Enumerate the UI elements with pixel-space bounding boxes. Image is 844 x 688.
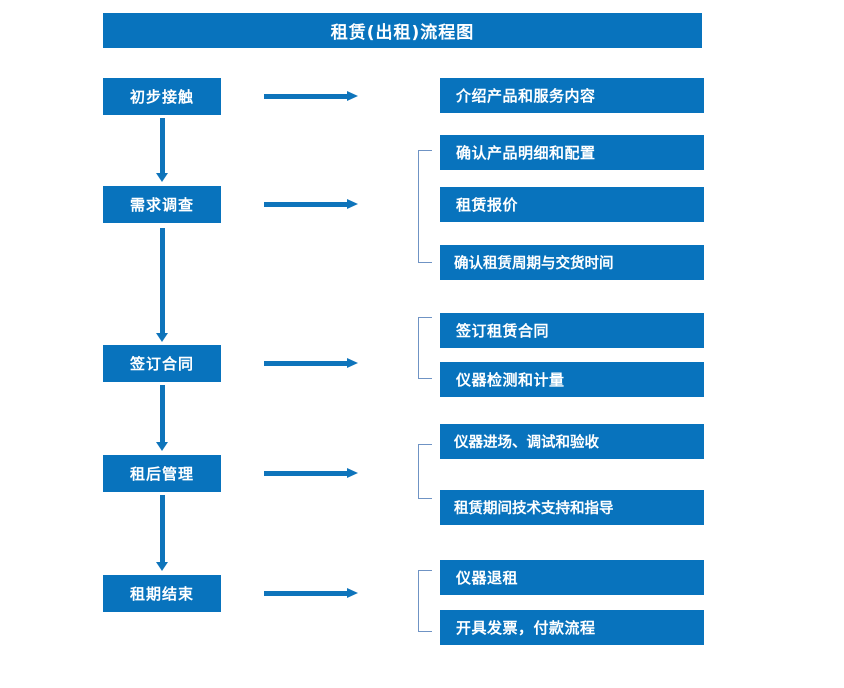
detail-box-instrument-install[interactable]: 仪器进场、调试和验收 [440,424,704,459]
right-arrow-lease-end [264,587,358,599]
stage-box-sign-contract[interactable]: 签订合同 [103,345,221,382]
stage-box-initial-contact[interactable]: 初步接触 [103,78,221,115]
arrow-head [347,357,358,368]
arrow-head [156,562,168,571]
stage-box-post-rental-mgmt[interactable]: 租后管理 [103,455,221,492]
arrow-head [347,467,358,478]
arrow-head [347,90,358,101]
detail-box-confirm-term-delivery[interactable]: 确认租赁周期与交货时间 [440,245,704,280]
right-arrow-initial-contact [264,90,358,102]
group-bracket-post-rental-mgmt [418,444,432,499]
arrow-shaft [159,228,165,333]
arrow-head [347,587,358,598]
arrow-head [156,173,168,182]
right-arrow-needs-survey [264,198,358,210]
group-bracket-needs-survey [418,150,432,263]
arrow-shaft [264,591,348,596]
detail-box-invoice-payment[interactable]: 开具发票，付款流程 [440,610,704,645]
arrow-shaft [264,471,348,476]
detail-box-instrument-calibration[interactable]: 仪器检测和计量 [440,362,704,397]
stage-box-lease-end[interactable]: 租期结束 [103,575,221,612]
stage-box-needs-survey[interactable]: 需求调查 [103,186,221,223]
arrow-shaft [264,361,348,366]
arrow-head [347,198,358,209]
down-arrow-mgmt-to-lease-end [156,495,168,571]
right-arrow-post-rental-mgmt [264,467,358,479]
detail-box-tech-support[interactable]: 租赁期间技术支持和指导 [440,490,704,525]
detail-box-sign-rental-contract[interactable]: 签订租赁合同 [440,313,704,348]
detail-box-instrument-return[interactable]: 仪器退租 [440,560,704,595]
arrow-shaft [264,94,348,99]
arrow-head [156,333,168,342]
detail-box-confirm-product-spec[interactable]: 确认产品明细和配置 [440,135,704,170]
arrow-shaft [159,495,165,562]
detail-box-intro-product-service[interactable]: 介绍产品和服务内容 [440,78,704,113]
arrow-shaft [264,202,348,207]
detail-box-rental-quote[interactable]: 租赁报价 [440,187,704,222]
page-title: 租赁(出租)流程图 [103,13,702,48]
arrow-head [156,442,168,451]
down-arrow-survey-to-contract [156,228,168,342]
down-arrow-contract-to-mgmt [156,385,168,451]
down-arrow-contact-to-survey [156,118,168,182]
group-bracket-sign-contract [418,317,432,379]
arrow-shaft [159,385,165,442]
group-bracket-lease-end [418,570,432,632]
right-arrow-sign-contract [264,357,358,369]
arrow-shaft [159,118,165,173]
